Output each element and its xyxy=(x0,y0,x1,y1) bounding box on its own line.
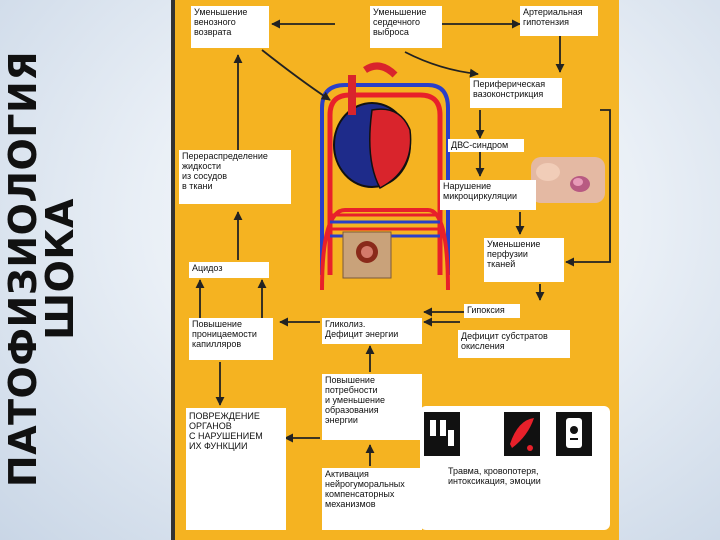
node-microcirculation-label: Нарушение микроциркуляции xyxy=(443,181,518,201)
node-vasoconstriction: Периферическая вазоконстрикция xyxy=(470,78,562,108)
node-hypoxia: Гипоксия xyxy=(464,304,520,318)
node-organ-damage-label: ПОВРЕЖДЕНИЕ ОРГАНОВ С НАРУШЕНИЕМ ИХ ФУНК… xyxy=(189,411,263,451)
node-vasoconstriction-label: Периферическая вазоконстрикция xyxy=(473,79,546,99)
blood-drop-hand-illustration xyxy=(531,157,605,203)
node-cardiac-output-label: Уменьшение сердечного выброса xyxy=(373,7,427,37)
node-glycolysis: Гликолиз. Дефицит энергии xyxy=(322,318,422,344)
node-fluid-redistribution: Перераспределение жидкости из сосудов в … xyxy=(179,150,291,204)
node-hypoxia-label: Гипоксия xyxy=(467,305,505,315)
node-hypotension-label: Артериальная гипотензия xyxy=(523,7,583,27)
node-substrate-deficit: Дефицит субстратов окисления xyxy=(458,330,570,358)
node-energy-demand: Повышение потребности и уменьшение образ… xyxy=(322,374,422,440)
node-venous-return: Уменьшение венозного возврата xyxy=(191,6,269,48)
node-cardiac-output: Уменьшение сердечного выброса xyxy=(370,6,442,48)
node-substrate-deficit-label: Дефицит субстратов окисления xyxy=(461,331,548,351)
node-neurohumoral-label: Активация нейрогуморальных компенсаторны… xyxy=(325,469,405,509)
node-microcirculation: Нарушение микроциркуляции xyxy=(440,180,536,210)
injury-icon xyxy=(424,412,460,456)
node-dic: ДВС-синдром xyxy=(448,139,524,152)
node-permeability: Повышение проницаемости капилляров xyxy=(189,318,273,360)
poison-icon xyxy=(556,412,592,456)
heart-circulation-illustration xyxy=(320,62,450,291)
node-neurohumoral: Активация нейрогуморальных компенсаторны… xyxy=(322,468,422,530)
node-organ-damage: ПОВРЕЖДЕНИЕ ОРГАНОВ С НАРУШЕНИЕМ ИХ ФУНК… xyxy=(186,408,286,530)
node-glycolysis-label: Гликолиз. Дефицит энергии xyxy=(325,319,399,339)
node-fluid-redistribution-label: Перераспределение жидкости из сосудов в … xyxy=(182,151,268,191)
node-dic-label: ДВС-синдром xyxy=(451,140,509,150)
node-acidosis-label: Ацидоз xyxy=(192,263,223,273)
node-permeability-label: Повышение проницаемости капилляров xyxy=(192,319,257,349)
node-hypotension: Артериальная гипотензия xyxy=(520,6,598,36)
node-perfusion-label: Уменьшение перфузии тканей xyxy=(487,239,541,269)
blood-loss-icon xyxy=(504,412,540,456)
node-acidosis: Ацидоз xyxy=(189,262,269,278)
node-perfusion: Уменьшение перфузии тканей xyxy=(484,238,564,282)
node-venous-return-label: Уменьшение венозного возврата xyxy=(194,7,248,37)
node-energy-demand-label: Повышение потребности и уменьшение образ… xyxy=(325,375,386,425)
panel-border xyxy=(171,0,175,540)
causes-caption: Травма, кровопотеря, интоксикация, эмоци… xyxy=(448,466,541,486)
